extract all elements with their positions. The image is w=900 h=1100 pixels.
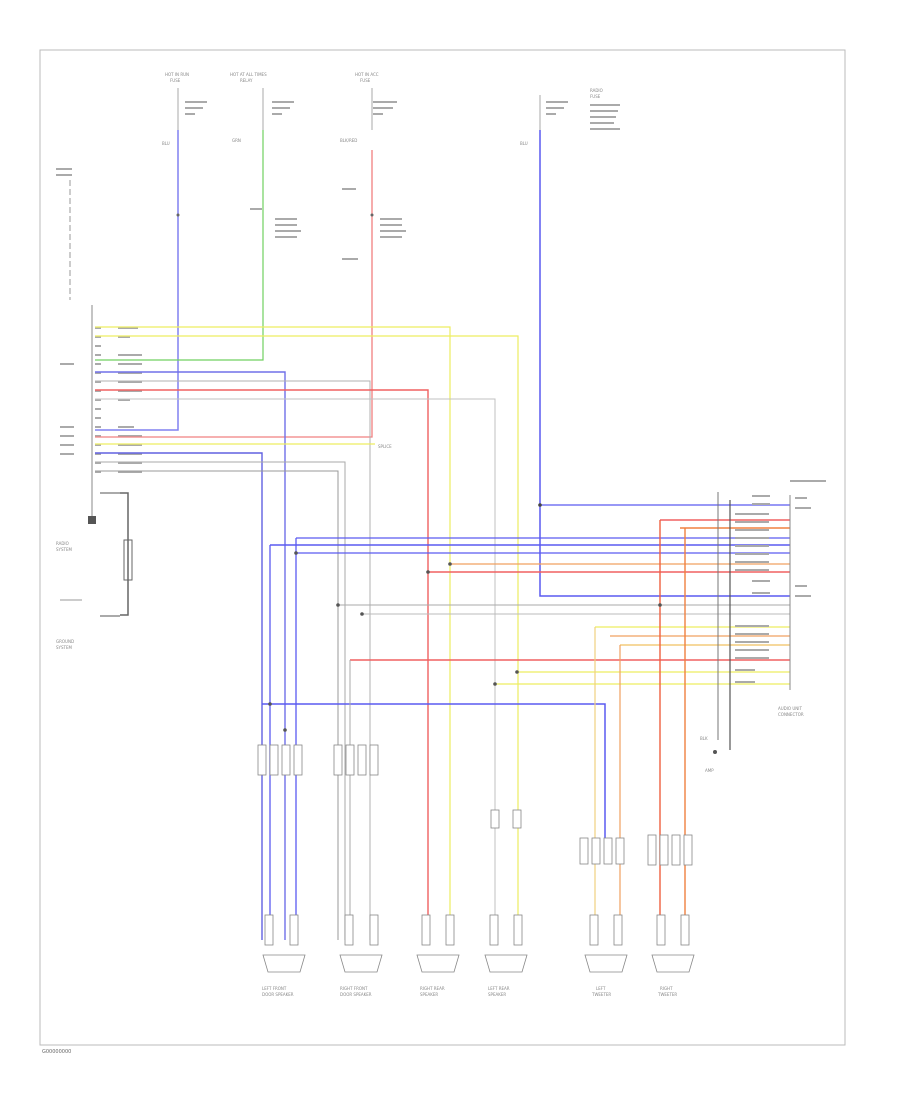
- radio-ground-terminal: [88, 516, 96, 524]
- wire-red-1: [95, 389, 429, 940]
- speaker-terminals: [264, 914, 690, 946]
- splice-label: SPLICE: [378, 444, 392, 449]
- speaker-3-sub: SPEAKER: [420, 992, 438, 997]
- power-source-2: HOT AT ALL TIMES RELAY GRN: [230, 72, 267, 143]
- speaker-2-sub: DOOR SPEAKER: [340, 992, 372, 997]
- source-3-wire: BLK/RED: [340, 138, 357, 143]
- power-source-1: HOT IN RUN FUSE BLU: [162, 72, 189, 146]
- conn-rf-door: [333, 744, 379, 776]
- wire-gray-4: [95, 470, 339, 940]
- conn-lf-door: [257, 744, 303, 776]
- source-3-label: HOT IN ACC: [355, 72, 379, 77]
- wire-gray-1: [95, 380, 371, 940]
- source-4-sub: FUSE: [590, 94, 601, 99]
- speaker-left-rear: LEFT REAR SPEAKER: [484, 954, 528, 997]
- speaker-1-sub: DOOR SPEAKER: [262, 992, 294, 997]
- radio-module-label: RADIO: [56, 541, 69, 546]
- speaker-5-sub: TWEETER: [591, 992, 611, 997]
- left-antenna: [56, 168, 72, 300]
- speaker-4-sub: SPEAKER: [488, 992, 506, 997]
- source-1-label: HOT IN RUN: [165, 72, 189, 77]
- conn-right-tweeter: [647, 834, 693, 866]
- wire-yellow-2: [95, 335, 519, 940]
- speaker-left-front-door: LEFT FRONT DOOR SPEAKER: [262, 954, 306, 997]
- speaker-left-tweeter: LEFT TWEETER: [584, 954, 628, 997]
- conn-left-rear: [490, 809, 522, 829]
- wire-blue-1: [95, 371, 286, 940]
- amp-label: AMP: [705, 768, 714, 773]
- source-1-wire: BLU: [162, 141, 170, 146]
- speaker-right-front-door: RIGHT FRONT DOOR SPEAKER: [339, 954, 383, 997]
- diagram-footer-code: G00000000: [42, 1049, 71, 1055]
- speaker-6-label: RIGHT: [660, 986, 673, 991]
- wire-blue-2: [95, 452, 263, 940]
- ground-label: GROUND: [56, 639, 74, 644]
- speaker-right-rear: RIGHT REAR SPEAKER: [416, 954, 460, 997]
- wire-src1-blue: [95, 130, 179, 431]
- wire-gray-3: [95, 461, 346, 940]
- source-1-sub: FUSE: [170, 78, 181, 83]
- wire-src4-blue: [539, 130, 790, 597]
- power-source-4: RADIO FUSE BLU: [520, 88, 603, 146]
- audio-unit-label: AUDIO UNIT: [778, 706, 802, 711]
- fuse-labels: [185, 101, 620, 260]
- bus-blue-bottom: [262, 703, 606, 860]
- speaker-2-label: RIGHT FRONT: [340, 986, 368, 991]
- source-4-label: RADIO: [590, 88, 603, 93]
- speaker-5-label: LEFT: [596, 986, 606, 991]
- conn-left-tweeter: [579, 837, 625, 865]
- diagram-frame: [39, 49, 846, 1046]
- audio-unit-sub: CONNECTOR: [778, 712, 804, 717]
- splice-dots: [268, 551, 662, 732]
- connector-blocks: [257, 744, 693, 866]
- speaker-1-label: LEFT FRONT: [262, 986, 287, 991]
- speaker-3-label: RIGHT REAR: [420, 986, 445, 991]
- audio-unit-connector: AUDIO UNIT CONNECTOR BLK AMP: [700, 480, 826, 773]
- wire-gray-2: [95, 398, 496, 940]
- wire-yellow-1: [95, 326, 451, 940]
- source-3-sub: FUSE: [360, 78, 371, 83]
- ground-sub: SYSTEM: [56, 645, 72, 650]
- radio-module: RADIO SYSTEM GROUND SYSTEM: [56, 305, 142, 650]
- speaker-right-tweeter: RIGHT TWEETER: [651, 954, 695, 997]
- radio-module-sub: SYSTEM: [56, 547, 72, 552]
- source-2-label: HOT AT ALL TIMES: [230, 72, 267, 77]
- source-4-wire: BLU: [520, 141, 528, 146]
- source-2-wire: GRN: [232, 138, 241, 143]
- wire-src3-red: [95, 150, 373, 438]
- speaker-6-sub: TWEETER: [657, 992, 677, 997]
- source-2-sub: RELAY: [240, 78, 253, 83]
- wire-src2-green: [95, 130, 264, 361]
- amp-wire-label: BLK: [700, 736, 708, 741]
- speaker-4-label: LEFT REAR: [488, 986, 510, 991]
- power-source-3: HOT IN ACC FUSE BLK/RED: [340, 72, 379, 143]
